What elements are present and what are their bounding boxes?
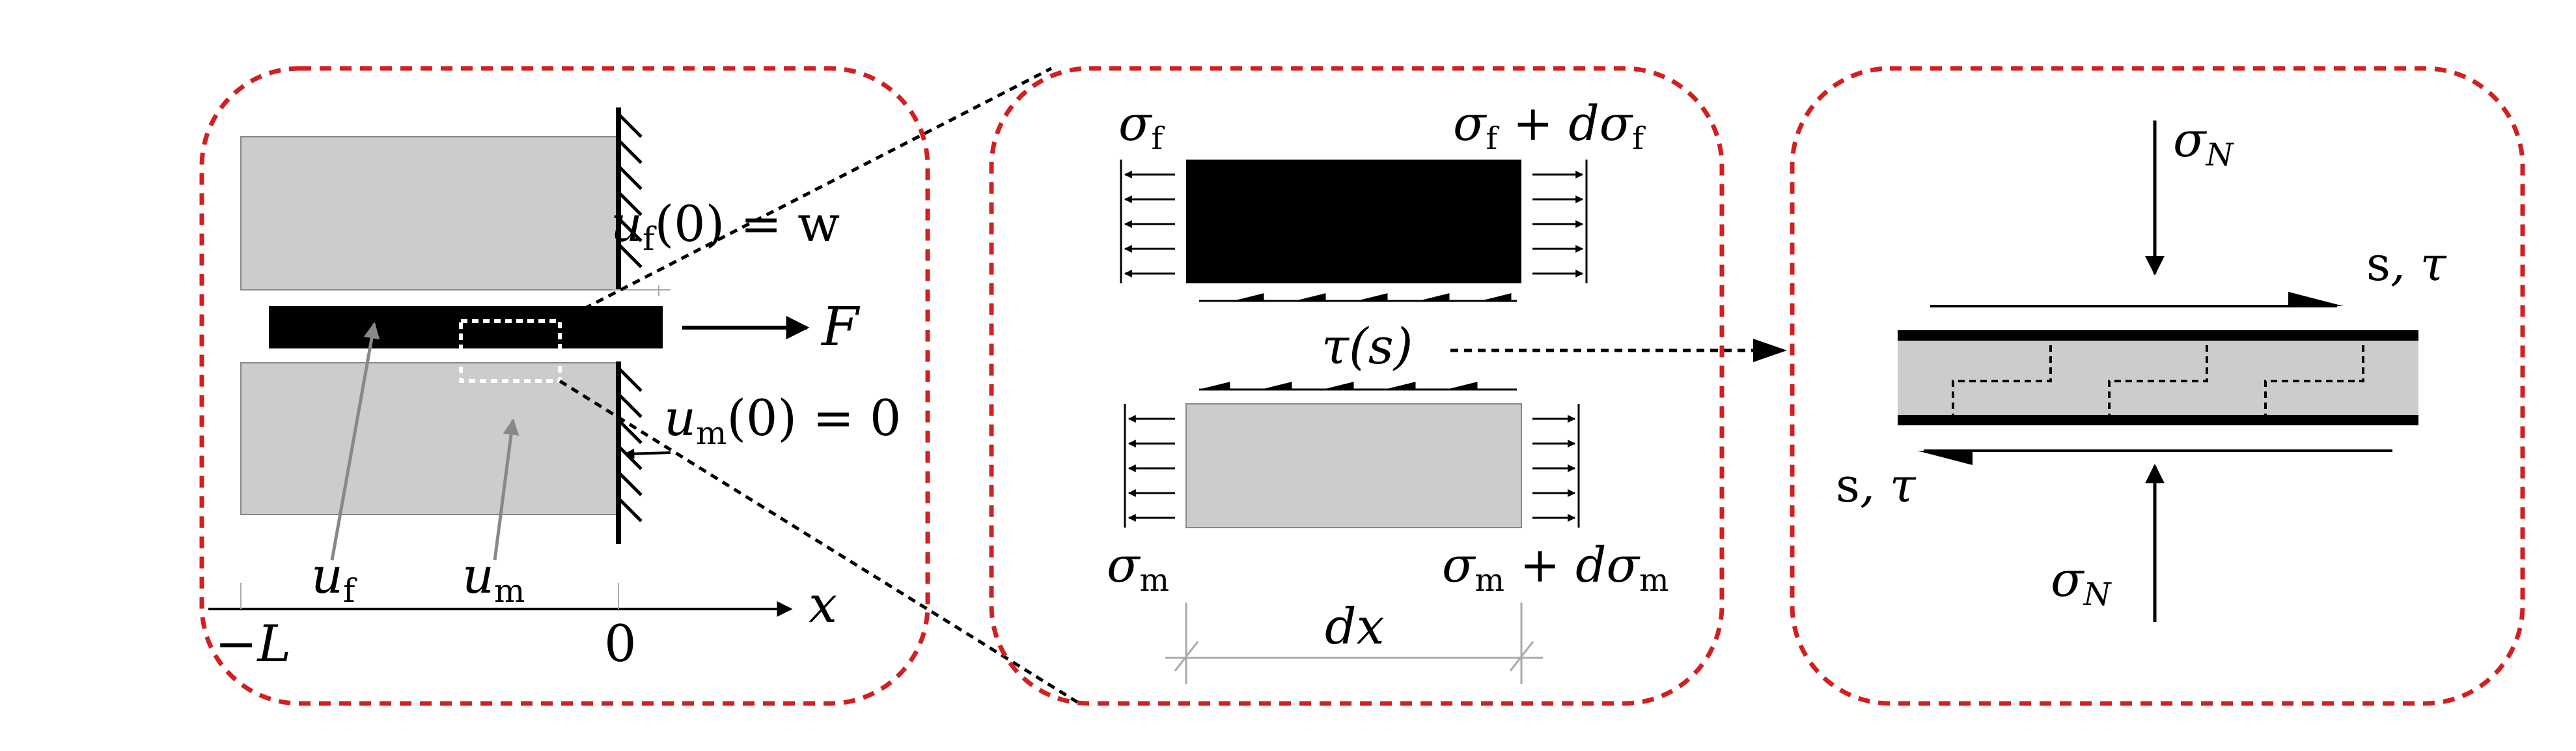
fiber-boundary-condition: uf(0) = w <box>611 195 840 258</box>
zoom-connector-top <box>559 66 1053 323</box>
slip-label-bottom: s, τ <box>1836 458 1917 513</box>
tick-label-zero: 0 <box>604 615 637 673</box>
tick-label-neg-L: −L <box>215 615 291 673</box>
matrix-shear-arrows <box>1199 382 1517 391</box>
panel-pullout-setup: F uf(0) = w um(0) = 0 uf um x −L 0 <box>199 66 930 706</box>
sigma-n-bottom: σN <box>2051 552 2112 613</box>
slip-arrow-bottom-head <box>1917 451 1973 465</box>
fiber-shear-arrows <box>1199 293 1517 302</box>
dx-dimension <box>1165 602 1543 684</box>
bc-fiber-sub: f <box>643 220 657 258</box>
sigma-f-right: σf + dσf <box>1453 96 1646 157</box>
bc-matrix-rest: (0) = 0 <box>727 389 901 447</box>
matrix-stress-arrows-right <box>1532 404 1580 528</box>
matrix-block-bottom <box>240 362 618 515</box>
uf-pointer <box>330 322 380 561</box>
interface-bottom-face <box>1898 415 2418 425</box>
bc-matrix-sub: m <box>696 414 727 452</box>
shear-stress-label: τ(s) <box>1322 317 1413 375</box>
matrix-bc-leader <box>624 448 671 459</box>
zoom-connector-bottom <box>559 379 1079 704</box>
um-pointer <box>493 418 519 561</box>
bc-fiber-u: u <box>611 195 643 253</box>
panel-frame-middle <box>989 66 1724 706</box>
interface-connector-head <box>1753 339 1787 362</box>
slip-arrow-top-head <box>2288 292 2344 306</box>
panel-frame-left <box>199 66 930 706</box>
force-label: F <box>820 296 861 358</box>
panel-frame-right <box>1790 66 2525 706</box>
panel-interface-detail: σN σN s, τ s, τ <box>1790 66 2525 706</box>
fiber-stress-arrows-right <box>1532 160 1588 283</box>
fiber-stress-arrows-left <box>1120 160 1175 283</box>
sigma-f-left: σf <box>1118 96 1165 157</box>
panel-element-equilibrium: σf σf + dσf τ(s) <box>989 66 1724 706</box>
sigma-m-left: σm <box>1107 537 1169 599</box>
zoom-selection-box <box>459 319 562 383</box>
uf-label: uf <box>311 546 357 610</box>
dx-label: dx <box>1325 597 1385 655</box>
matrix-boundary-condition: um(0) = 0 <box>664 389 901 452</box>
matrix-block-top <box>240 136 618 290</box>
interface-layer <box>1898 335 2418 420</box>
matrix-stress-arrows-left <box>1124 404 1175 528</box>
sigma-n-top: σN <box>2173 112 2235 173</box>
axis-variable: x <box>809 576 837 634</box>
interface-bond-cracks <box>1952 341 2364 420</box>
matrix-element <box>1185 403 1522 528</box>
bc-matrix-u: u <box>664 389 696 447</box>
fiber-bar <box>269 306 663 348</box>
fiber-element <box>1186 160 1521 283</box>
interface-top-face <box>1898 330 2418 341</box>
slip-label-top: s, τ <box>2366 236 2447 291</box>
fixed-wall <box>616 107 643 544</box>
sigma-m-right: σm + dσm <box>1442 537 1669 599</box>
um-label: um <box>462 546 525 610</box>
